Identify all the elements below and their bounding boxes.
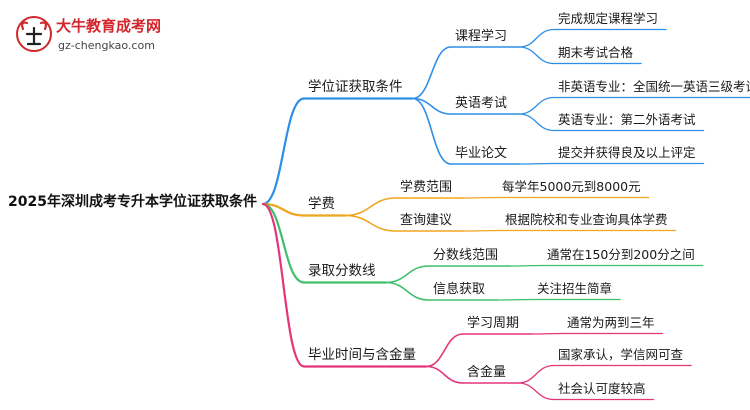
wire-topic-value (425, 365, 464, 384)
topic-score-range: 分数线范围 (433, 248, 499, 263)
topic-course-study: 课程学习 (455, 29, 508, 44)
wire-leaf-period-value (530, 332, 564, 335)
leaf-admission-guide: 关注招生简章 (537, 281, 613, 296)
wire-leaf-english-major (518, 113, 555, 132)
branch-duration-value: 毕业时间与含金量 (308, 347, 416, 363)
logo-title: 大牛教育成考网 (56, 17, 162, 35)
branch-admission-score: 录取分数线 (308, 263, 376, 279)
topic-query-advice: 查询建议 (400, 213, 453, 228)
wire-leaf-score-value (509, 264, 544, 267)
bull-logo-icon (16, 16, 52, 52)
wire-leaf-admission-guide (496, 298, 534, 301)
leaf-thesis-grade: 提交并获得良及以上评定 (558, 145, 696, 160)
wire-leaf-non-english-major (518, 96, 555, 115)
leaf-query-detail: 根据院校和专业查询具体学费 (505, 212, 668, 227)
wire-topic-study-period (425, 333, 464, 368)
logo-url: gz-chengkao.com (58, 39, 155, 52)
topic-tuition-range: 学费范围 (400, 180, 453, 195)
leaf-social-recognition: 社会认可度较高 (558, 381, 646, 396)
wire-leaf-national-recognition (517, 364, 555, 384)
leaf-non-english-major: 非英语专业：全国统一英语三级考试 (558, 79, 750, 94)
leaf-score-value: 通常在150分到200分之间 (547, 247, 695, 262)
leaf-national-recognition: 国家承认，学信网可查 (558, 347, 684, 362)
wire-topic-tuition-range (344, 197, 397, 217)
leaf-final-exam: 期末考试合格 (558, 45, 634, 60)
wire-leaf-thesis-grade (518, 162, 555, 165)
topic-study-period: 学习周期 (467, 316, 520, 331)
wire-topic-course-study (411, 46, 452, 100)
wire-topic-thesis (411, 97, 452, 165)
leaf-period-value: 通常为两到三年 (567, 315, 655, 330)
wire-topic-query-advice (344, 214, 397, 232)
topic-value: 含金量 (467, 365, 507, 380)
leaf-tuition-amount: 每学年5000元到8000元 (502, 179, 641, 194)
wire-leaf-social-recognition (517, 382, 555, 401)
wire-leaf-complete-courses (518, 28, 555, 48)
branch-tuition: 学费 (308, 196, 335, 212)
topic-thesis: 毕业论文 (455, 146, 508, 161)
wire-leaf-tuition-amount (463, 196, 499, 199)
root-topic: 2025年深圳成考专升本学位证获取条件 (8, 194, 257, 210)
leaf-english-major: 英语专业：第二外语考试 (558, 112, 696, 127)
wire-leaf-query-detail (463, 229, 502, 232)
wire-topic-score-range (384, 265, 430, 284)
wire-root-branch-degree-conditions (261, 97, 306, 206)
site-logo[interactable]: 大牛教育成考网 gz-chengkao.com (14, 12, 184, 56)
leaf-complete-courses: 完成规定课程学习 (558, 11, 659, 26)
branch-degree-conditions: 学位证获取条件 (308, 79, 403, 95)
wire-root-branch-admission-score (261, 202, 306, 284)
wire-leaf-final-exam (518, 46, 555, 65)
topic-english-exam: 英语考试 (455, 96, 508, 111)
wire-topic-info-source (384, 281, 430, 301)
wire-root-branch-duration-value (261, 202, 306, 368)
topic-info-source: 信息获取 (433, 282, 486, 297)
